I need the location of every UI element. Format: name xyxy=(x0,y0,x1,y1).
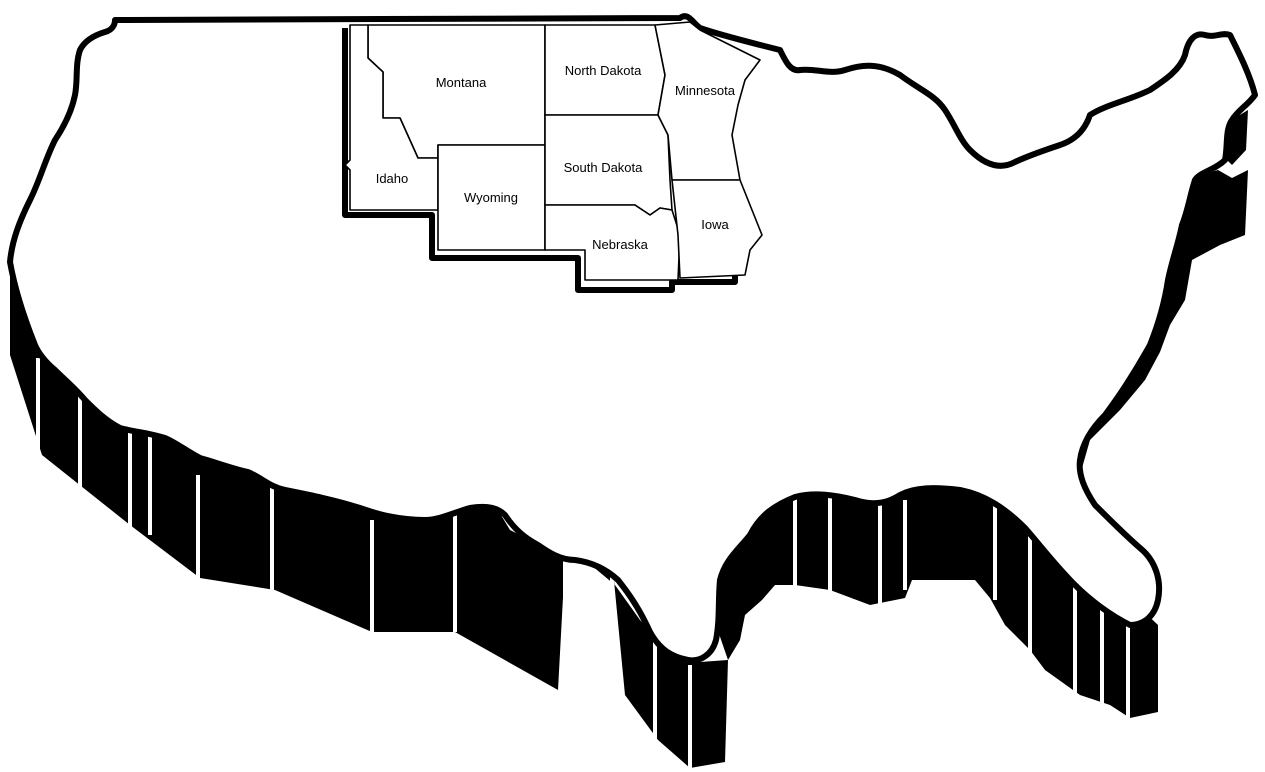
state-iowa[interactable] xyxy=(671,179,763,279)
states-layer xyxy=(344,21,763,281)
state-label-montana: Montana xyxy=(436,75,487,90)
state-label-minnesota: Minnesota xyxy=(675,83,736,98)
state-label-nebraska: Nebraska xyxy=(592,237,648,252)
state-labels: Montana North Dakota Minnesota Idaho Wyo… xyxy=(376,63,736,252)
northern-region-outline xyxy=(342,28,738,293)
map-shadow-west xyxy=(10,262,728,768)
state-label-north-dakota: North Dakota xyxy=(565,63,642,78)
state-label-iowa: Iowa xyxy=(701,217,729,232)
us-outline xyxy=(7,13,1258,664)
state-label-idaho: Idaho xyxy=(376,171,409,186)
state-label-wyoming: Wyoming xyxy=(464,190,518,205)
state-minnesota[interactable] xyxy=(654,21,761,181)
state-label-south-dakota: South Dakota xyxy=(564,160,644,175)
state-idaho[interactable] xyxy=(344,24,439,211)
map-shadow-atlantic xyxy=(1078,170,1248,475)
